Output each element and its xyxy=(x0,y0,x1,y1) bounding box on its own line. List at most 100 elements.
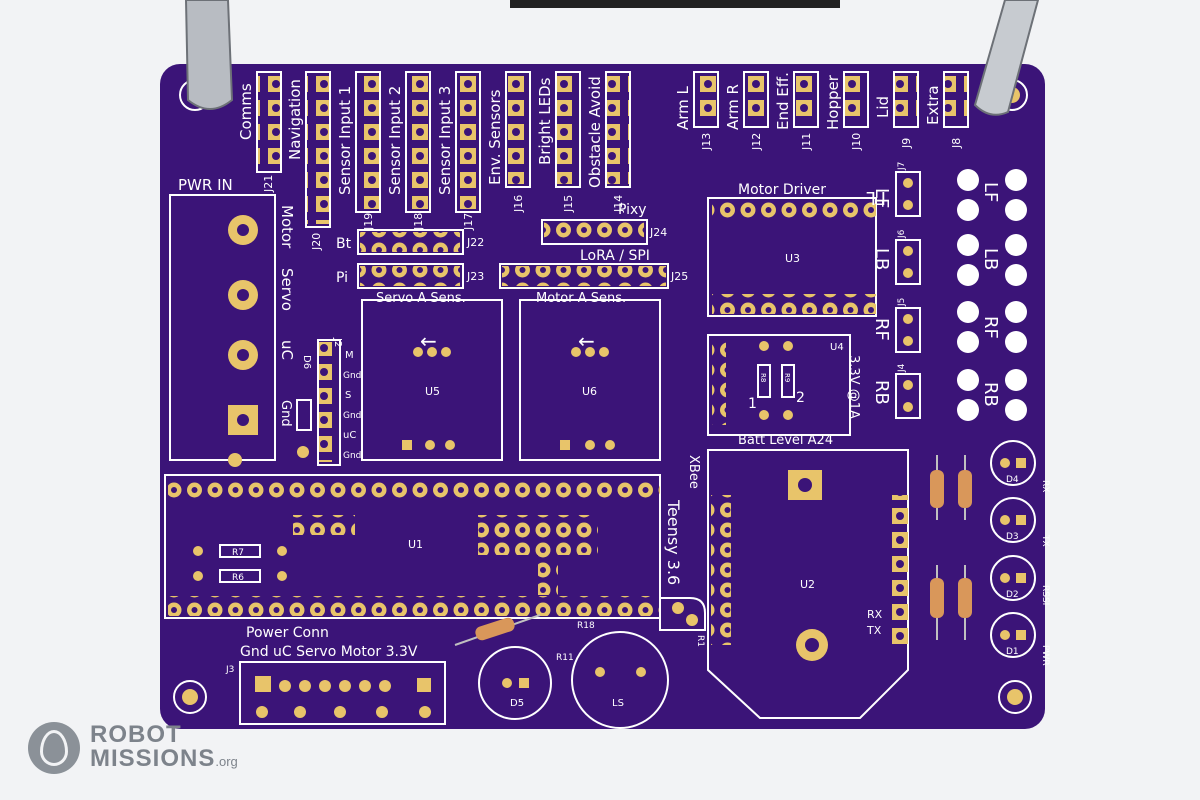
rail-gnd-3: Gnd xyxy=(343,451,361,461)
label-batt-level: Batt Level A24 xyxy=(738,433,833,448)
label-lid: Lid xyxy=(874,96,892,118)
arrow-2: ← xyxy=(578,329,595,353)
label-sensor-input-2: Sensor Input 2 xyxy=(386,86,404,195)
ref-d5: D5 xyxy=(510,698,524,709)
ref-r6: R6 xyxy=(232,573,244,583)
label-rf-left: RF xyxy=(871,318,892,341)
power-connector: Power Conn Gnd uC Servo Motor 3.3V J3 R1… xyxy=(225,621,669,729)
label-rssi: RSSI xyxy=(1040,585,1050,605)
background-object xyxy=(510,0,840,8)
label-lf: LF xyxy=(866,189,886,210)
ref-j4: J4 xyxy=(897,363,907,373)
ref-j24: J24 xyxy=(649,226,667,239)
ref-r18: R18 xyxy=(577,621,595,631)
ref-u1: U1 xyxy=(408,538,423,551)
motor-driver: Motor Driver U3 U4 1 2 R8 R9 3.3V @1A LF… xyxy=(707,162,1027,436)
ref-u5: U5 xyxy=(425,385,440,398)
label-xbee-rx: RX xyxy=(867,608,883,621)
label-motor-driver: Motor Driver xyxy=(738,182,826,198)
ref-r11: R11 xyxy=(556,653,574,663)
ref-u3: U3 xyxy=(785,252,800,265)
watermark: ROBOT MISSIONS.org xyxy=(28,722,238,774)
top-right-headers: Arm L J13 Arm R J12 End Eff. J11 Hopper … xyxy=(674,71,969,151)
xbee-footprint: Batt Level A24 XBee U2 RX TX xyxy=(686,433,909,719)
label-obstacle-avoid: Obstacle Avoid xyxy=(586,76,604,188)
label-power-conn: Power Conn xyxy=(246,625,329,641)
ref-j19: J19 xyxy=(362,213,375,231)
label-rx: RX xyxy=(1040,480,1050,492)
current-sensors: Servo A Sens. ← U5 Motor A Sens. ← U6 xyxy=(361,291,661,461)
label-motor: Motor xyxy=(278,205,296,249)
label-hopper: Hopper xyxy=(824,74,842,130)
ref-j21: J21 xyxy=(262,175,275,193)
watermark-suffix: .org xyxy=(215,753,238,769)
ref-r7: R7 xyxy=(232,548,244,558)
label-comms: Comms xyxy=(237,83,255,140)
ref-j10: J10 xyxy=(850,133,863,151)
ref-d4: D4 xyxy=(1006,475,1019,485)
watermark-text: ROBOT MISSIONS.org xyxy=(90,720,238,774)
ref-j25: J25 xyxy=(670,270,688,283)
label-3v3: 3.3V @1A xyxy=(846,355,861,419)
label-uc: uC xyxy=(278,340,296,360)
label-pi: Pi xyxy=(336,270,348,286)
teensy-footprint: U1 Teensy 3.6 R7 R6 R1 xyxy=(164,474,706,647)
ref-r9: R9 xyxy=(783,373,791,382)
label-env-sensors: Env. Sensors xyxy=(486,89,504,185)
leaf-logo-icon xyxy=(28,722,80,774)
label-pixy: Pixy xyxy=(618,202,647,218)
rail-gnd-1: Gnd xyxy=(343,371,361,381)
label-2: 2 xyxy=(796,390,805,406)
label-sensor-input-3: Sensor Input 3 xyxy=(436,86,454,195)
ref-j9: J9 xyxy=(900,138,913,149)
label-xbee-tx: TX xyxy=(866,624,882,637)
rail-gnd-2: Gnd xyxy=(343,411,361,421)
ref-j5: J5 xyxy=(897,298,907,307)
ref-j3: J3 xyxy=(225,665,234,675)
ref-d2: D2 xyxy=(1006,590,1019,600)
comm-headers: Bt J22 Pi J23 Pixy J24 LoRA / SPI J25 xyxy=(336,202,688,289)
power-input-block: PWR IN Motor Servo uC Gnd D6 J2 M Gnd S … xyxy=(169,176,361,467)
label-xbee: XBee xyxy=(686,455,701,489)
label-lb-right: LB xyxy=(980,248,1001,270)
label-lf-left: LF xyxy=(871,188,892,208)
watermark-line1: ROBOT xyxy=(90,720,182,748)
top-left-headers: Comms J21 Navigation J20 Sensor Input 1 … xyxy=(237,71,631,251)
ref-u2: U2 xyxy=(800,578,815,591)
ref-u4: U4 xyxy=(830,342,844,353)
rail-m: M xyxy=(345,350,354,361)
ref-j17: J17 xyxy=(462,213,475,231)
ref-r8: R8 xyxy=(759,373,767,382)
installed-resistors xyxy=(454,455,972,646)
label-extra: Extra xyxy=(924,85,942,125)
label-power-pins: Gnd uC Servo Motor 3.3V xyxy=(240,644,418,660)
ref-j7: J7 xyxy=(897,162,907,171)
ref-r1: R1 xyxy=(695,635,705,647)
label-lb-left: LB xyxy=(871,248,892,270)
label-rb-left: RB xyxy=(871,380,892,405)
ref-j22: J22 xyxy=(466,236,484,249)
ref-j16: J16 xyxy=(512,195,525,213)
label-bright-leds: Bright LEDs xyxy=(536,77,554,165)
ref-j13: J13 xyxy=(700,133,713,151)
label-pwr: PWR xyxy=(1040,645,1050,666)
ref-d1: D1 xyxy=(1006,647,1019,657)
status-leds: D4 D3 D2 D1 RX TX RSSI PWR xyxy=(990,440,1050,666)
watermark-line2: MISSIONS xyxy=(90,744,216,772)
ref-u6: U6 xyxy=(582,385,597,398)
label-servo: Servo xyxy=(278,268,296,311)
ref-d6: D6 xyxy=(301,355,312,369)
metal-clip xyxy=(184,0,1040,116)
label-navigation: Navigation xyxy=(286,79,304,160)
label-motor-a-sens: Motor A Sens. xyxy=(536,291,626,306)
label-1: 1 xyxy=(748,396,757,412)
rail-s: S xyxy=(345,390,351,401)
label-arm-r: Arm R xyxy=(724,84,742,130)
label-pwr-in: PWR IN xyxy=(178,176,233,194)
arrow-1: ← xyxy=(420,329,437,353)
label-bt: Bt xyxy=(336,236,352,252)
ref-j15: J15 xyxy=(562,195,575,213)
label-tx: TX xyxy=(1040,534,1050,547)
ref-ls: LS xyxy=(612,698,624,709)
